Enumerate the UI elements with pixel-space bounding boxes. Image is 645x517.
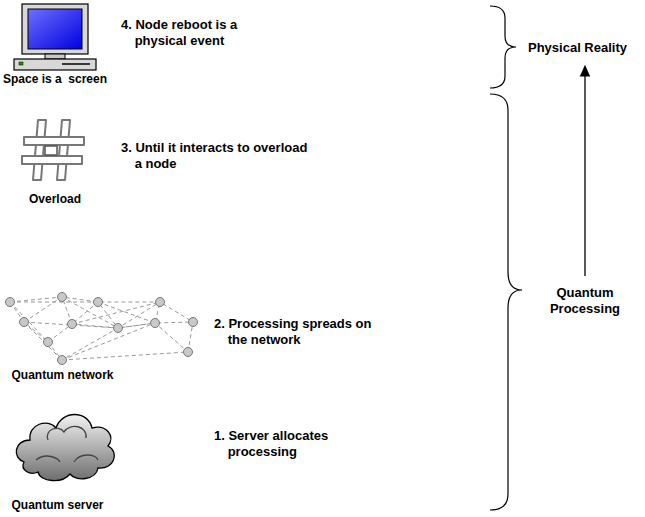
icon-caption: Quantum network (0, 368, 125, 382)
section-label: Physical Reality (515, 40, 640, 56)
section-label: Quantum Processing (535, 285, 635, 316)
network-node-dot (156, 298, 165, 307)
network-node-dot (151, 319, 160, 328)
flow-arrow (584, 70, 585, 276)
step-text: 4. Node reboot is a physical event (121, 17, 285, 48)
step-text: 3. Until it interacts to overload a node (121, 140, 315, 171)
network-node-dot (58, 356, 67, 365)
icon-caption: Overload (0, 192, 110, 206)
network-nodes (6, 293, 198, 365)
bracket (490, 6, 522, 510)
network-node-dot (58, 293, 67, 302)
step-text: 2. Processing spreads on the network (214, 316, 378, 347)
network-node-dot (94, 298, 103, 307)
icon-caption: Space is a screen (0, 72, 110, 86)
step-text: 1. Server allocates processing (214, 428, 378, 459)
network-node-dot (68, 320, 77, 329)
cloud-icon (16, 415, 114, 481)
icon-caption: Quantum server (0, 498, 115, 512)
network-node-dot (184, 348, 193, 357)
network-icon (10, 297, 193, 360)
network-node-dot (6, 298, 15, 307)
network-node-dot (189, 318, 198, 327)
network-node-dot (114, 324, 123, 333)
monitor-icon (14, 4, 96, 70)
network-node-dot (44, 338, 53, 347)
overload-icon (22, 120, 84, 180)
network-node-dot (20, 318, 29, 327)
